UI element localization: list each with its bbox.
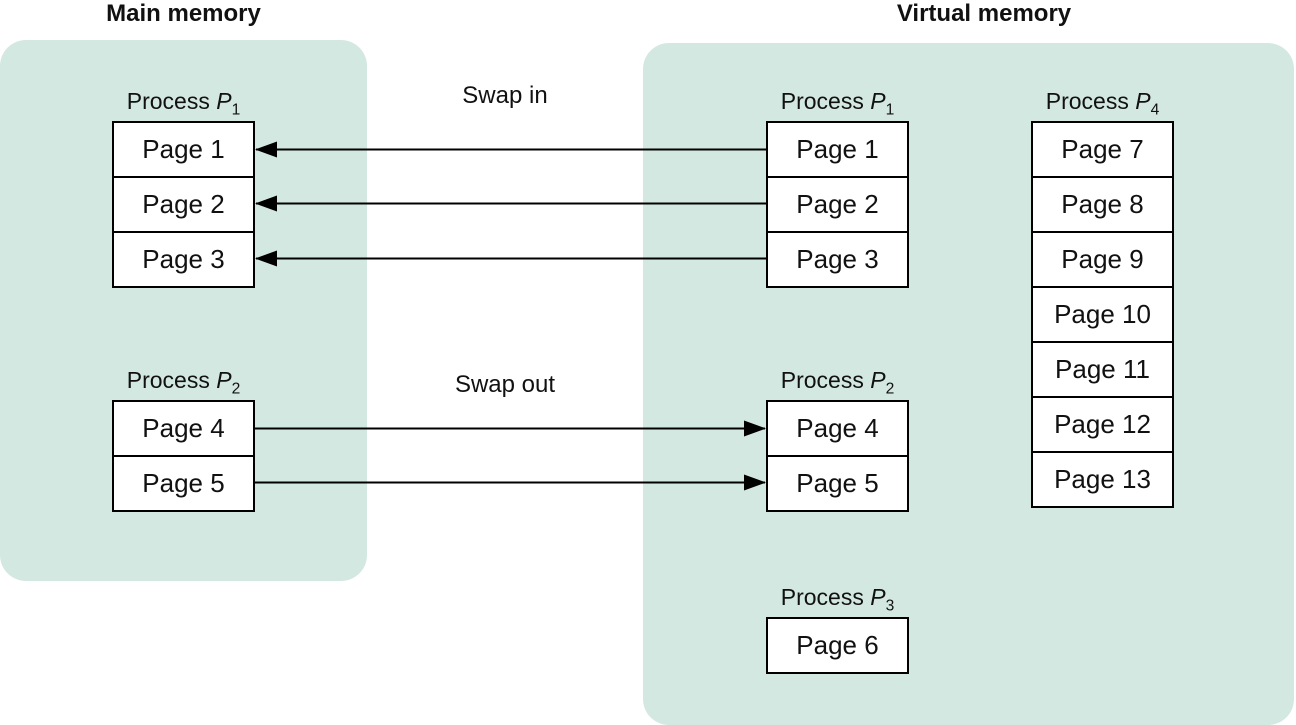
page-cell: Page 5 <box>114 455 253 510</box>
process-label: Process P4 <box>1045 88 1160 119</box>
page-cell: Page 3 <box>768 231 907 286</box>
page-cell: Page 10 <box>1033 286 1172 341</box>
page-cell: Page 1 <box>768 123 907 176</box>
page-cell: Page 2 <box>768 176 907 231</box>
page-cell: Page 2 <box>114 176 253 231</box>
page-cell: Page 5 <box>768 455 907 510</box>
process-label: Process P3 <box>780 584 895 615</box>
page-cell: Page 8 <box>1033 176 1172 231</box>
page-cell: Page 13 <box>1033 451 1172 506</box>
page-cell: Page 4 <box>114 402 253 455</box>
page-cell: Page 6 <box>768 619 907 672</box>
page-cell: Page 9 <box>1033 231 1172 286</box>
page-cell: Page 4 <box>768 402 907 455</box>
process-label: Process P1 <box>780 88 895 119</box>
swap-in-label: Swap in <box>462 82 548 109</box>
swap-out-label: Swap out <box>454 371 556 398</box>
page-cell: Page 12 <box>1033 396 1172 451</box>
process-label: Process P1 <box>126 88 241 119</box>
main-memory-title: Main memory <box>106 0 261 27</box>
process-label: Process P2 <box>126 367 241 398</box>
page-cell: Page 1 <box>114 123 253 176</box>
page-cell: Page 7 <box>1033 123 1172 176</box>
process-label: Process P2 <box>780 367 895 398</box>
page-cell: Page 11 <box>1033 341 1172 396</box>
virtual-memory-panel <box>643 43 1294 725</box>
process-stack-virt-p3: Process P3 Page 6 <box>766 581 909 674</box>
virtual-memory-title: Virtual memory <box>896 0 1072 27</box>
page-box: Page 6 <box>766 617 909 674</box>
page-cell: Page 3 <box>114 231 253 286</box>
